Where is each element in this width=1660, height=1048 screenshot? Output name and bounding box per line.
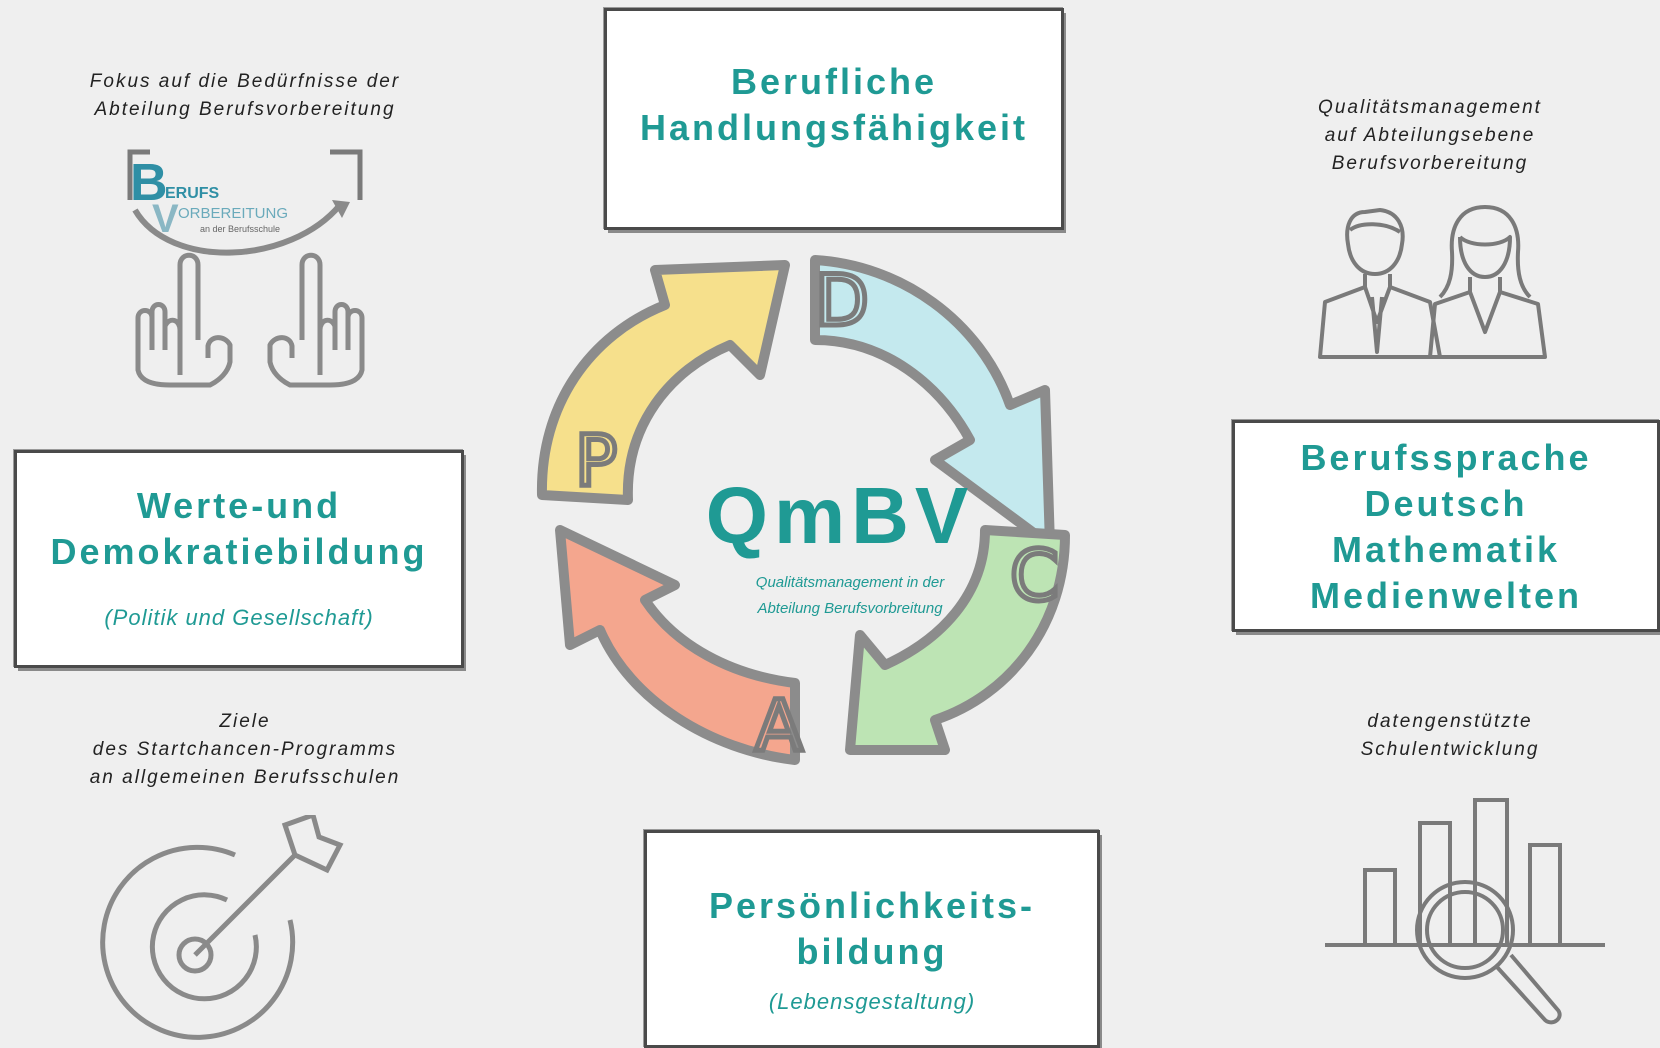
note-bottom-right-line2: Schulentwicklung xyxy=(1360,739,1540,760)
logo-tagline: an der Berufsschule xyxy=(200,224,280,234)
center-subtitle: Qualitätsmanagement in der Abteilung Ber… xyxy=(705,570,995,622)
note-top-left: Fokus auf die Bedürfnisse der Abteilung … xyxy=(40,68,450,124)
pdca-cycle: P D C A xyxy=(536,255,1070,770)
box-berufssprache: Berufssprache Deutsch Mathematik Medienw… xyxy=(1232,420,1660,632)
box-right-line3: Mathematik xyxy=(1331,529,1561,570)
people-icon xyxy=(1318,205,1547,359)
note-bottom-left-line1: Ziele xyxy=(219,711,271,732)
arrow-c xyxy=(845,525,1070,755)
box-berufliche-handlungsfaehigkeit: Berufliche Handlungsfähigkeit xyxy=(604,8,1064,230)
box-top-line1: Berufliche xyxy=(730,61,938,102)
logo-b: B xyxy=(130,154,168,212)
note-top-right-line2: auf Abteilungsebene xyxy=(1324,125,1536,146)
hands-framing-icon: B V ERUFS ORBEREITUNG an der Berufsschul… xyxy=(127,149,365,388)
note-bottom-right: datengenstützte Schulentwicklung xyxy=(1280,708,1620,764)
arrow-d xyxy=(810,255,1055,550)
box-left-line2: Demokratiebildung xyxy=(50,531,428,572)
box-right-line1: Berufssprache xyxy=(1300,437,1592,478)
box-bottom-sub: (Lebensgestaltung) xyxy=(768,989,976,1014)
note-bottom-right-line1: datengenstützte xyxy=(1367,711,1533,732)
box-left-line1: Werte-und xyxy=(136,485,342,526)
box-right-line2: Deutsch xyxy=(1364,483,1528,524)
box-werte-demokratie: Werte-und Demokratiebildung (Politik und… xyxy=(14,450,464,668)
logo-v: V xyxy=(152,197,179,241)
note-bottom-left-line3: an allgemeinen Berufsschulen xyxy=(89,767,401,788)
box-left-sub: (Politik und Gesellschaft) xyxy=(104,605,374,630)
target-arrow-icon xyxy=(100,815,344,1040)
bar-chart-magnifier-icon xyxy=(1325,798,1605,1025)
note-top-left-line2: Abteilung Berufsvorbereitung xyxy=(94,99,396,120)
arrow-a xyxy=(555,525,800,765)
arrow-p xyxy=(536,260,790,505)
note-top-right: Qualitätsmanagement auf Abteilungsebene … xyxy=(1240,94,1620,178)
note-bottom-left: Ziele des Startchancen-Programms an allg… xyxy=(40,708,450,792)
logo-orbereitung: ORBEREITUNG xyxy=(178,205,288,222)
center-subtitle-line1: Qualitätsmanagement in der xyxy=(755,574,945,591)
box-bottom-line1: Persönlichkeits- xyxy=(708,885,1036,926)
logo-erufs: ERUFS xyxy=(165,185,220,202)
note-top-left-line1: Fokus auf die Bedürfnisse der xyxy=(89,71,401,92)
note-bottom-left-line2: des Startchancen-Programms xyxy=(92,739,398,760)
note-top-right-line1: Qualitätsmanagement xyxy=(1318,97,1542,118)
note-top-right-line3: Berufsvorbereitung xyxy=(1331,153,1529,174)
box-top-line2: Handlungsfähigkeit xyxy=(639,107,1029,148)
letter-p: P xyxy=(575,420,617,502)
center-subtitle-line2: Abteilung Berufsvorbreitung xyxy=(757,600,943,617)
letter-c: C xyxy=(1010,535,1059,617)
box-right-line4: Medienwelten xyxy=(1309,575,1583,616)
box-persoenlichkeitsbildung: Persönlichkeits- bildung (Lebensgestaltu… xyxy=(644,830,1100,1048)
box-bottom-line2: bildung xyxy=(796,931,948,972)
letter-a: A xyxy=(755,685,803,767)
center-title: QmBV xyxy=(705,471,975,560)
letter-d: D xyxy=(815,260,869,342)
